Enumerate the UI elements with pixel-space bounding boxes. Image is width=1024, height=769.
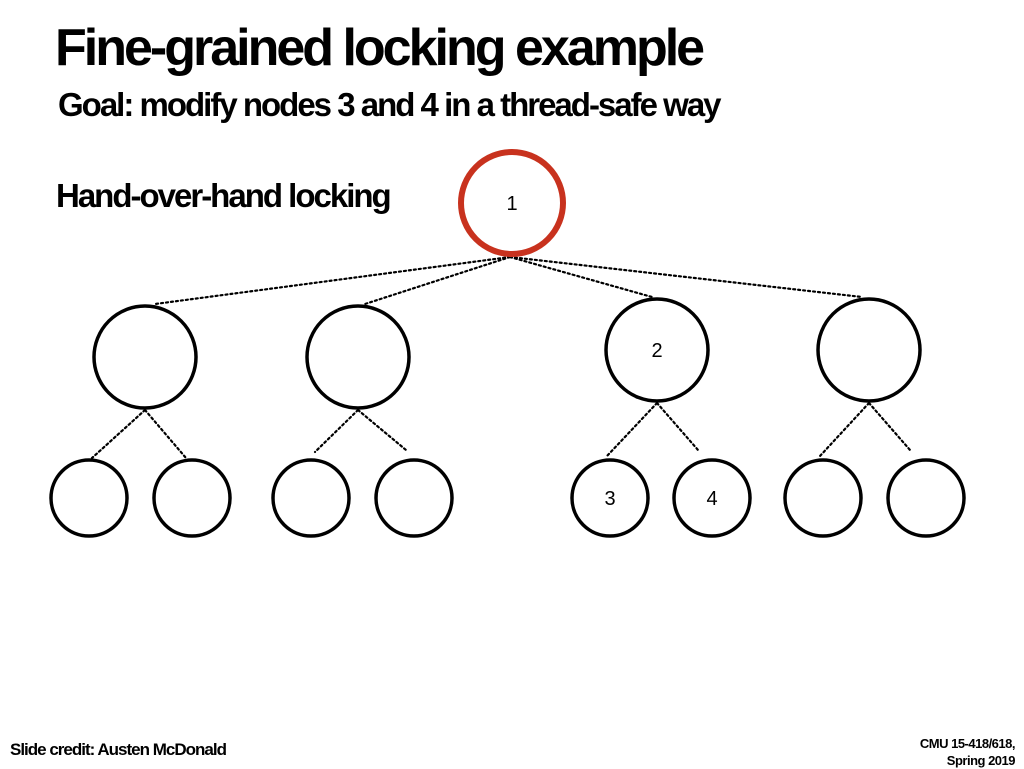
tree-node <box>672 458 752 538</box>
tree-node <box>886 458 966 538</box>
tree-node <box>570 458 650 538</box>
tree-node <box>783 458 863 538</box>
tree-node <box>271 458 351 538</box>
tree-edge-c-c1 <box>605 401 659 458</box>
tree-edge-root-c <box>508 255 654 299</box>
section-label: Hand-over-hand locking <box>56 177 392 214</box>
tree-node-label: 2 <box>651 340 662 362</box>
course-info: CMU 15-418/618, Spring 2019 <box>919 735 1016 769</box>
slide-subtitle: Goal: modify nodes 3 and 4 in a thread-s… <box>58 86 722 123</box>
tree-edge-b-b1 <box>313 408 360 454</box>
tree-node <box>604 297 710 403</box>
tree-edge-a-a2 <box>143 408 188 460</box>
tree-edge-root-a <box>153 255 512 306</box>
tree-node <box>92 304 198 410</box>
tree-node-label: 1 <box>506 193 517 215</box>
slide-credit: Slide credit: Austen McDonald <box>10 740 227 759</box>
tree-edge-a-a1 <box>90 408 147 460</box>
slide-title: Fine-grained locking example <box>55 19 705 77</box>
tree-edge-d-d1 <box>818 401 871 458</box>
tree-edge-root-b <box>363 255 512 306</box>
course-name: CMU 15-418/618, <box>919 736 1016 751</box>
tree-edge-b-b2 <box>356 408 408 452</box>
tree-node-label: 3 <box>604 488 615 510</box>
tree-node-locked <box>458 149 566 257</box>
tree-node <box>152 458 232 538</box>
tree-node <box>305 304 411 410</box>
course-term: Spring 2019 <box>946 753 1016 768</box>
tree-edge-root-d <box>508 255 864 299</box>
tree-edge-c-c2 <box>655 401 700 452</box>
tree-node <box>816 297 922 403</box>
tree-edge-d-d2 <box>867 401 912 452</box>
tree-node <box>49 458 129 538</box>
tree-node-label: 4 <box>706 488 717 510</box>
tree-node <box>374 458 454 538</box>
